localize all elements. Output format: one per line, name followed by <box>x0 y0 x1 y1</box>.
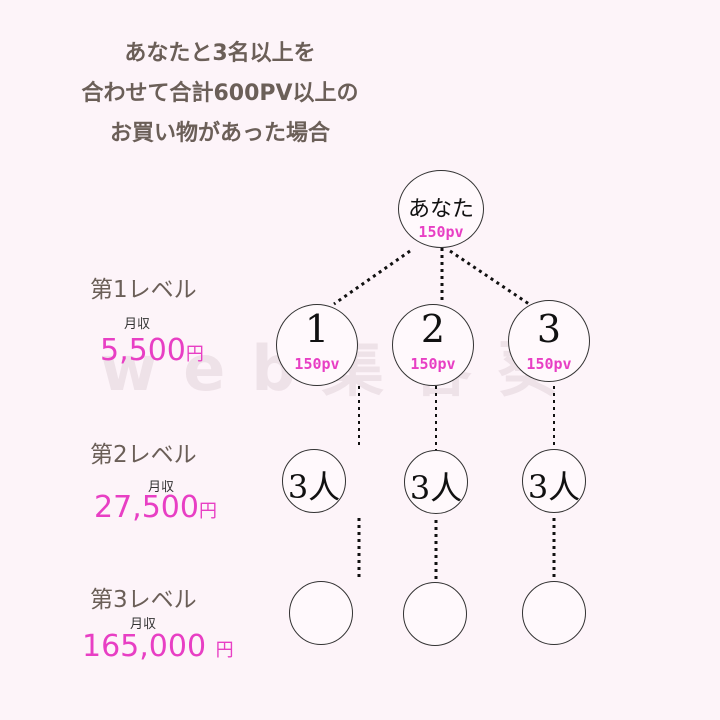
income-value: 5,500 <box>100 333 186 368</box>
income-value: 165,000 <box>82 629 207 664</box>
headline-line: お買い物があった場合 <box>109 121 330 146</box>
level-3-node <box>522 581 586 645</box>
level-2-node: 3人 <box>404 450 468 514</box>
yen-unit: 円 <box>198 501 217 522</box>
node-label: 3人 <box>287 468 341 506</box>
headline: あなたと3名以上を 合わせて合計600PV以上の お買い物があった場合 <box>30 34 410 154</box>
level-3-income: 165,000 円 <box>82 629 234 664</box>
level-2-label: 第2レベル <box>90 442 197 468</box>
level-3-label: 第3レベル <box>90 587 197 613</box>
node-label: 1 <box>304 307 330 351</box>
node-pv: 150pv <box>294 355 340 373</box>
level-3-node <box>289 581 353 645</box>
level-2-income: 27,500円 <box>94 490 217 525</box>
connector <box>449 249 533 308</box>
node-label: あなた <box>407 197 474 222</box>
level-1-label: 第1レベル <box>90 277 197 303</box>
level-2-node: 3人 <box>522 449 586 513</box>
income-label: 月収 <box>148 480 175 495</box>
level-2-node: 3人 <box>282 449 346 513</box>
level-1-node: 3 150pv <box>508 300 590 382</box>
yen-unit: 円 <box>215 640 234 661</box>
node-label: 3 <box>536 307 562 351</box>
level-1-income: 5,500円 <box>100 333 204 368</box>
level-1-node: 1 150pv <box>276 304 358 386</box>
level-1-node: 2 150pv <box>392 304 474 386</box>
node-pv: 150pv <box>410 355 456 373</box>
income-label: 月収 <box>124 317 151 332</box>
income-label: 月収 <box>130 617 157 632</box>
node-pv: 150pv <box>526 355 572 373</box>
node-pv: 150pv <box>418 223 464 241</box>
node-label: 3人 <box>409 469 463 507</box>
node-label: 2 <box>420 307 446 351</box>
level-3-node <box>403 582 467 646</box>
connector <box>333 249 411 306</box>
income-value: 27,500 <box>94 490 199 525</box>
root-node: あなた 150pv <box>398 170 484 248</box>
node-label: 3人 <box>527 468 581 506</box>
headline-line: あなたと3名以上を <box>124 41 316 66</box>
headline-line: 合わせて合計600PV以上の <box>81 81 359 106</box>
yen-unit: 円 <box>185 344 204 365</box>
